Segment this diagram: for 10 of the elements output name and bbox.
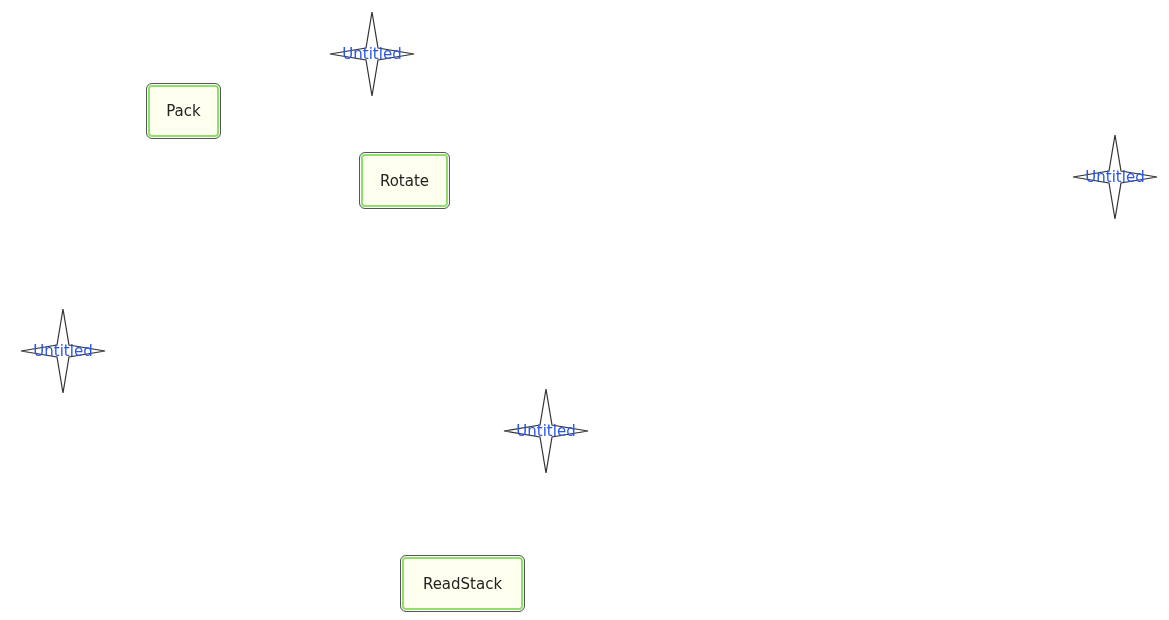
star-label: Untitled <box>516 422 576 440</box>
box-label: Rotate <box>379 171 430 190</box>
process-box <box>146 83 221 139</box>
star-label: Untitled <box>342 45 402 63</box>
process-box <box>359 152 450 209</box>
star-label: Untitled <box>1085 168 1145 186</box>
box-label: Pack <box>166 102 201 120</box>
box-label: ReadStack <box>422 574 503 593</box>
star-label: Untitled <box>33 342 93 360</box>
process-box <box>400 555 525 612</box>
